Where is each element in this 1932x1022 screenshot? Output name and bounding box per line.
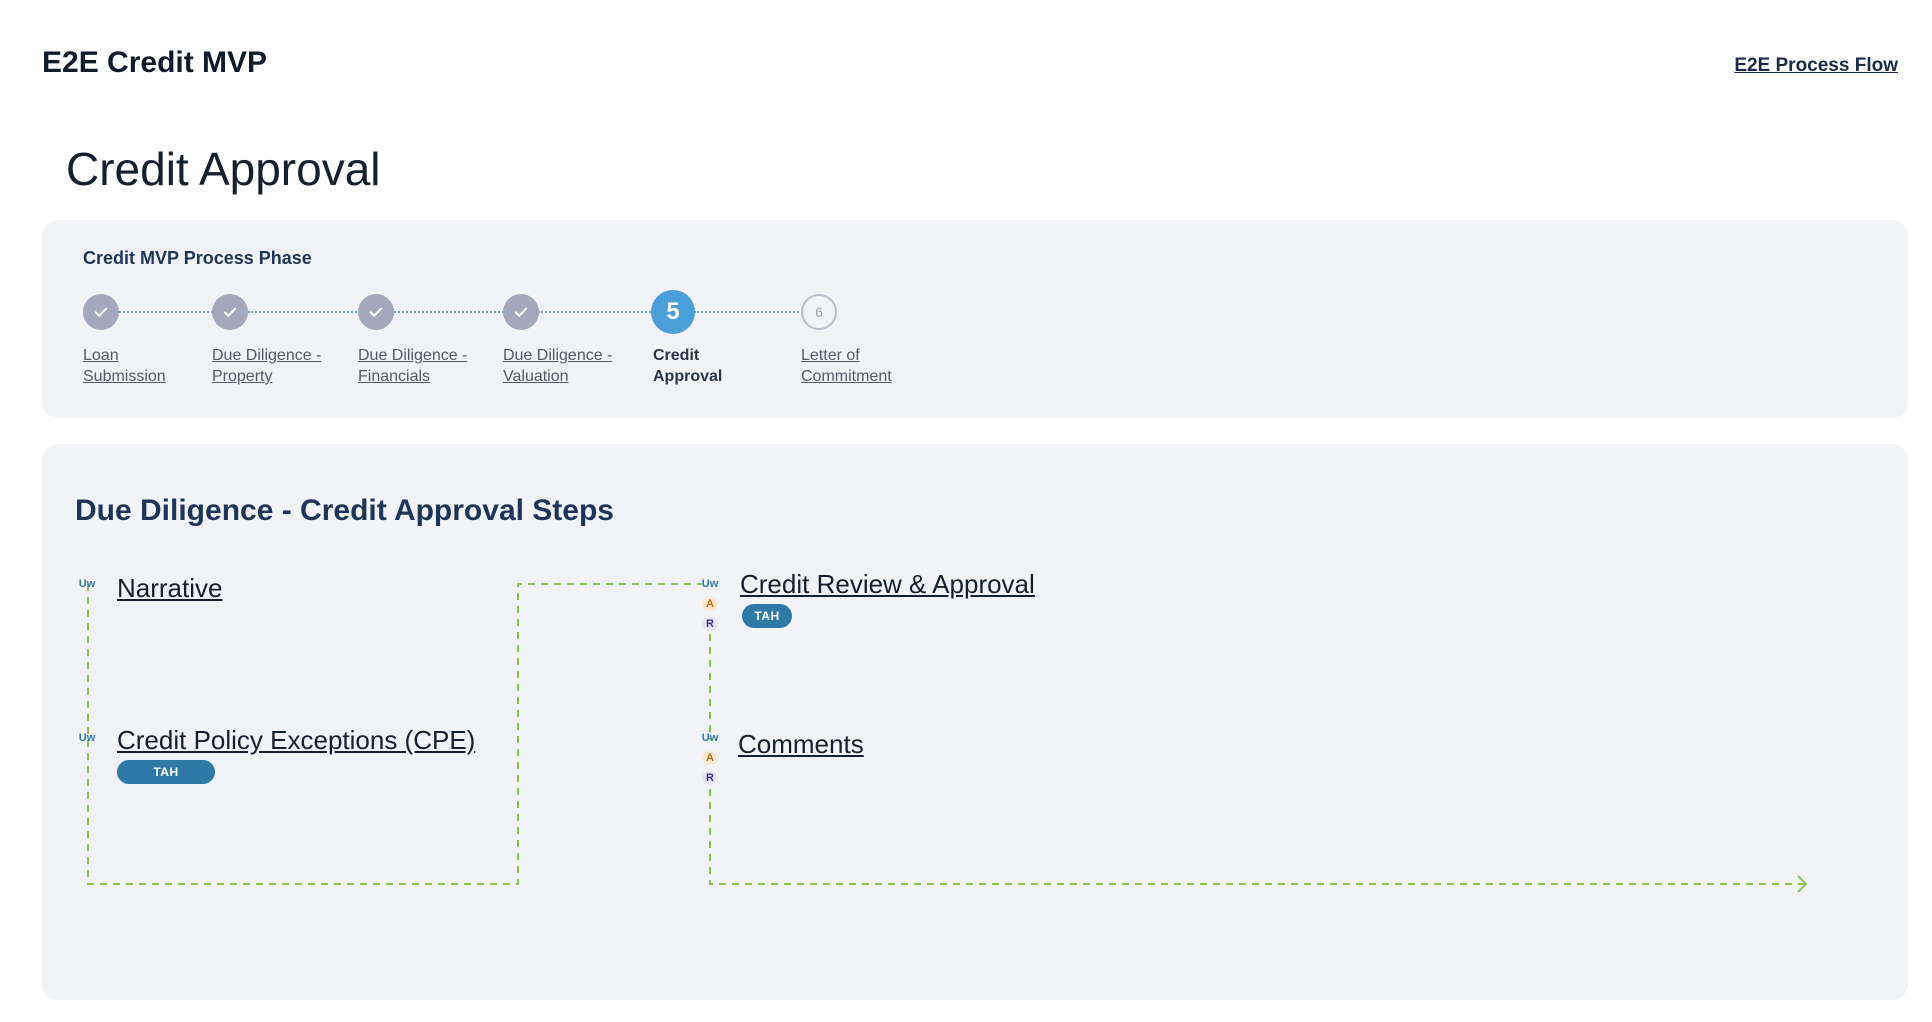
check-icon bbox=[94, 307, 108, 317]
step-2-complete-indicator[interactable] bbox=[212, 294, 248, 330]
step-connector bbox=[119, 311, 217, 313]
step-5-current-indicator: 5 bbox=[651, 290, 695, 334]
step-connector bbox=[248, 311, 364, 313]
step-label-due-diligence-property[interactable]: Due Diligence - Property bbox=[212, 347, 322, 385]
tah-tag: TAH bbox=[742, 604, 792, 628]
step-1-complete-indicator[interactable] bbox=[83, 294, 119, 330]
role-badge-r: R bbox=[702, 617, 718, 631]
role-badge-uw: Uw bbox=[701, 578, 719, 590]
check-icon bbox=[223, 307, 237, 317]
role-badge-a: A bbox=[702, 597, 718, 611]
role-badge-r: R bbox=[702, 771, 718, 785]
step-4-complete-indicator[interactable] bbox=[503, 294, 539, 330]
role-badge-a: A bbox=[702, 751, 718, 765]
step-label-due-diligence-valuation[interactable]: Due Diligence - Valuation bbox=[503, 347, 613, 385]
role-badge-uw: Uw bbox=[701, 732, 719, 744]
e2e-process-flow-link[interactable]: E2E Process Flow bbox=[1734, 55, 1898, 76]
credit-policy-exceptions-link[interactable]: Credit Policy Exceptions (CPE) bbox=[117, 725, 476, 755]
step-connector bbox=[394, 311, 508, 313]
comments-link[interactable]: Comments bbox=[738, 729, 864, 759]
role-badge-uw: Uw bbox=[78, 578, 96, 590]
process-phase-card: Credit MVP Process Phase 5 6 Loan Submis… bbox=[42, 220, 1908, 418]
flow-path-left bbox=[87, 583, 702, 885]
approval-steps-card: Due Diligence - Credit Approval Steps Uw… bbox=[42, 444, 1908, 1000]
step-label-credit-approval: Credit Approval bbox=[653, 347, 723, 385]
credit-review-approval-link[interactable]: Credit Review & Approval bbox=[740, 569, 1035, 599]
step-6-upcoming-indicator[interactable]: 6 bbox=[801, 294, 837, 330]
app-title: E2E Credit MVP bbox=[42, 46, 268, 79]
phase-stepper: 5 6 Loan Submission Due Diligence - Prop… bbox=[42, 220, 1908, 418]
step-connector bbox=[538, 311, 658, 313]
approval-steps-heading: Due Diligence - Credit Approval Steps bbox=[75, 494, 614, 527]
step-connector bbox=[694, 311, 806, 313]
flow-connector-lines bbox=[87, 583, 1808, 893]
step-3-complete-indicator[interactable] bbox=[358, 294, 394, 330]
tah-tag: TAH bbox=[117, 760, 215, 784]
step-label-loan-submission[interactable]: Loan Submission bbox=[83, 347, 166, 385]
check-icon bbox=[369, 307, 383, 317]
step-label-due-diligence-financials[interactable]: Due Diligence - Financials bbox=[358, 347, 468, 385]
chevron-right-icon bbox=[1797, 875, 1808, 893]
phase-label: Credit MVP Process Phase bbox=[83, 248, 312, 268]
step-label-letter-of-commitment[interactable]: Letter of Commitment bbox=[801, 347, 892, 385]
narrative-link[interactable]: Narrative bbox=[117, 573, 223, 603]
flow-path-bottom bbox=[709, 789, 1804, 885]
page-title: Credit Approval bbox=[66, 143, 381, 195]
check-icon bbox=[514, 307, 528, 317]
role-badge-uw: Uw bbox=[78, 732, 96, 744]
